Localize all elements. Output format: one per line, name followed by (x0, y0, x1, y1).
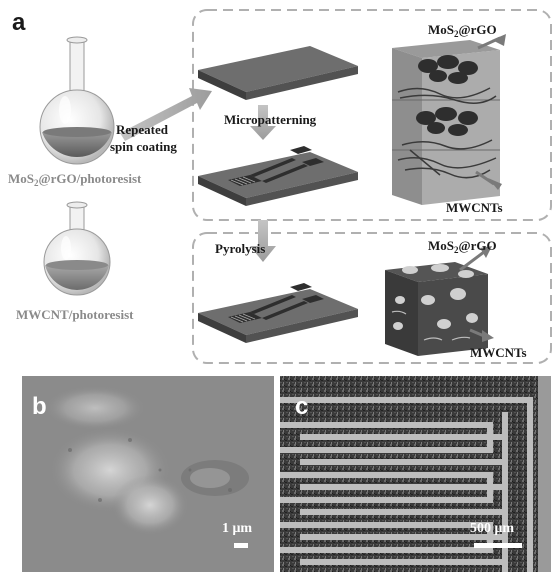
flask-top-label: MoS2@rGO/photoresist (8, 171, 142, 188)
panel-a: a MoS2@rGO/photoresist MWCNT/photoresist… (8, 9, 552, 364)
process-box-bottom (192, 232, 552, 364)
interdigitated-electrode (280, 397, 533, 572)
bottom-callout-mos2: MoS2@rGO (428, 238, 497, 255)
panel-b-scale-bar (234, 543, 248, 548)
panel-c-scale-bar (474, 543, 522, 548)
bottom-callout-mwcnts: MWCNTs (470, 345, 527, 360)
flask-bottom-icon (43, 201, 111, 296)
process-box-top (192, 9, 552, 221)
wafer-patterned-top (198, 146, 358, 206)
pyrolysis-arrow (250, 220, 276, 262)
panel-b-scale-label: 1 μm (222, 521, 252, 536)
wafer-patterned-bottom (198, 283, 358, 343)
panel-b: b 1 μm (22, 376, 274, 572)
porous-structure (385, 246, 494, 356)
panel-c-letter: c (295, 393, 308, 420)
pyrolysis-label: Pyrolysis (215, 241, 265, 256)
flask-bottom-label: MWCNT/photoresist (16, 307, 134, 322)
flask-top-icon (39, 36, 115, 165)
top-callout-mos2: MoS2@rGO (428, 22, 497, 39)
panel-c-scale-label: 500 μm (470, 521, 514, 536)
wafer-plain (198, 46, 358, 100)
spin-coating-arrow (120, 88, 212, 141)
layered-structure (392, 34, 506, 205)
top-callout-mwcnts: MWCNTs (446, 200, 503, 215)
panel-a-letter: a (12, 9, 26, 36)
micropatterning-label: Micropatterning (224, 112, 317, 127)
panel-c: c 500 μm (280, 376, 551, 572)
panel-b-letter: b (32, 393, 47, 420)
micropatterning-arrow (250, 105, 276, 140)
